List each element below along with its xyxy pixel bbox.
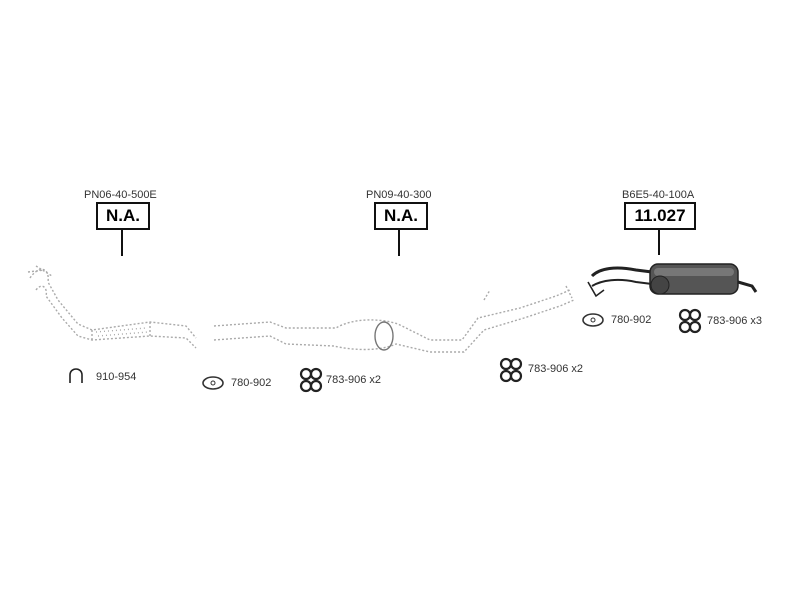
accessory-label[interactable]: 910-954 [96,371,137,383]
rubber-hanger-icon [299,367,323,393]
part-number-front-pipe: PN06-40-500E [84,189,157,201]
accessory-label[interactable]: 780-902 [611,314,652,326]
middle-pipe-illustration[interactable] [213,285,575,353]
part-number-rear-silencer: B6E5-40-100A [622,189,695,201]
front-pipe-illustration[interactable] [27,265,197,349]
rubber-hanger-icon [499,357,523,383]
price-box-middle-pipe[interactable]: N.A. [374,202,428,230]
u-clamp-icon [69,368,83,383]
accessory-label[interactable]: 780-902 [231,377,272,389]
rubber-hanger-icon [678,308,702,334]
gasket-ring-icon [582,313,604,327]
accessory-label[interactable]: 783-906 x2 [326,374,382,386]
rear-silencer-illustration[interactable] [587,263,758,298]
price-box-front-pipe[interactable]: N.A. [96,202,150,230]
accessory-label[interactable]: 783-906 x2 [528,363,584,375]
accessory-label[interactable]: 783-906 x3 [707,315,763,327]
gasket-ring-icon [202,376,224,390]
price-box-rear-silencer[interactable]: 11.027 [624,202,696,230]
part-number-middle-pipe: PN09-40-300 [366,189,432,201]
